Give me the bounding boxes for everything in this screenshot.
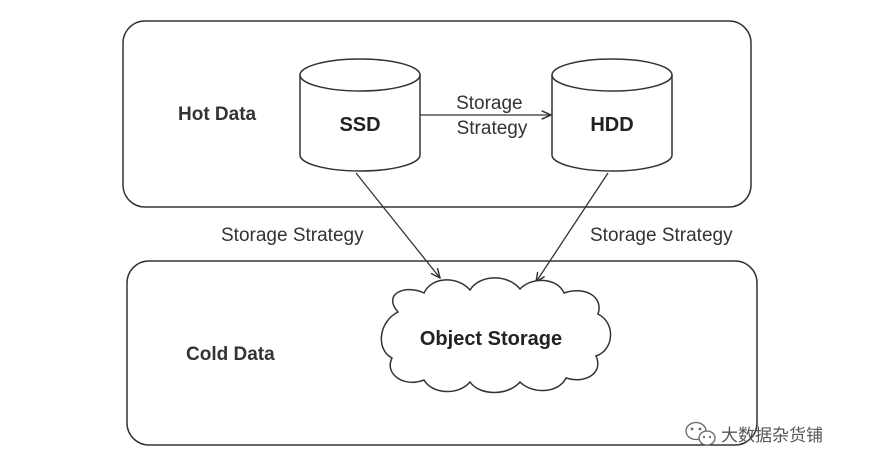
ssd-to-hdd-label-line1: Storage xyxy=(456,93,523,114)
object-storage-cloud: Object Storage xyxy=(380,277,612,394)
hdd-to-object-label: Storage Strategy xyxy=(590,225,733,246)
cold-data-zone xyxy=(126,260,758,446)
hdd-to-object-arrow xyxy=(536,172,609,282)
ssd-to-object-label: Storage Strategy xyxy=(221,225,364,246)
ssd-cylinder: SSD xyxy=(299,58,421,172)
hdd-cylinder: HDD xyxy=(551,58,673,172)
hot-data-zone xyxy=(122,20,752,208)
cold-data-label: Cold Data xyxy=(186,344,275,365)
watermark-text: 大数据杂货铺 xyxy=(721,426,823,446)
ssd-to-hdd-label: Storage Strategy xyxy=(456,93,528,139)
hot-data-label: Hot Data xyxy=(178,104,257,125)
wechat-icon xyxy=(685,421,716,446)
hdd-label: HDD xyxy=(590,114,633,136)
watermark: 大数据杂货铺 xyxy=(685,421,823,446)
ssd-to-object-arrow xyxy=(355,172,440,278)
ssd-label: SSD xyxy=(339,114,380,136)
ssd-to-hdd-label-line2: Strategy xyxy=(457,118,528,139)
object-storage-label: Object Storage xyxy=(420,328,562,350)
